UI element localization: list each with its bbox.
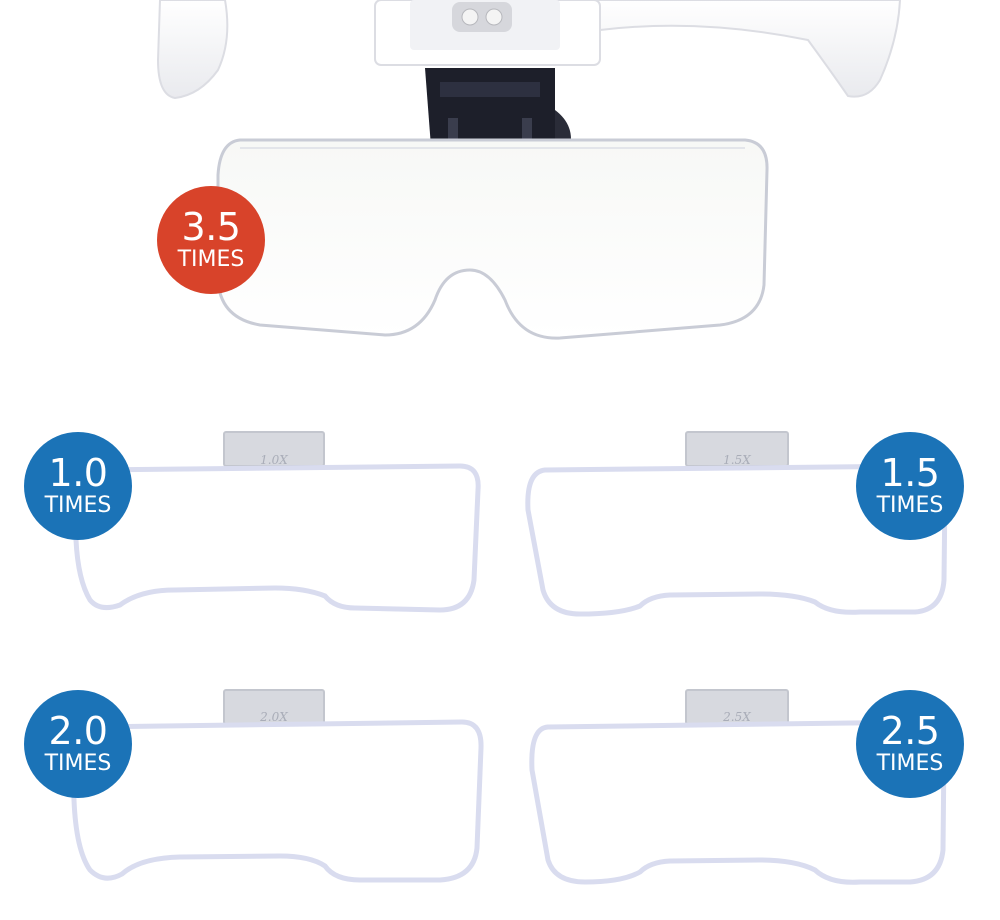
badge-number: 3.5	[181, 204, 241, 249]
bracket-detail	[440, 82, 540, 97]
magnification-badge-1-5: 1.5 TIMES	[856, 432, 964, 540]
magnification-badge-1-0: 1.0 TIMES	[24, 432, 132, 540]
spare-lens-1-0	[72, 431, 481, 613]
headband-right	[583, 0, 902, 98]
lens-outline	[529, 719, 947, 885]
led-icon	[485, 8, 503, 26]
lens-outline	[525, 463, 948, 617]
magnifier-lens-main	[216, 138, 769, 340]
badge-unit: TIMES	[44, 750, 112, 776]
badge-number: 1.0	[48, 450, 108, 495]
badge-unit: TIMES	[876, 750, 944, 776]
badge-number: 2.5	[880, 708, 940, 753]
magnification-badge-2-0: 2.0 TIMES	[24, 690, 132, 798]
bracket-detail	[522, 118, 532, 146]
spare-lens-1-5	[525, 431, 948, 617]
lens-outline	[69, 719, 484, 883]
badge-unit: TIMES	[876, 492, 944, 518]
badge-number: 2.0	[48, 708, 108, 753]
lens-tab-label-1-0: 1.0X	[260, 453, 288, 467]
badge-unit: TIMES	[177, 246, 245, 272]
lens-tab-label-1-5: 1.5X	[723, 453, 751, 467]
lens-tab-label-2-5: 2.5X	[723, 710, 751, 724]
led-icon	[461, 8, 479, 26]
lens-outline	[72, 463, 481, 613]
magnification-badge-2-5: 2.5 TIMES	[856, 690, 964, 798]
bracket-detail	[448, 118, 458, 146]
led-holder	[452, 2, 512, 32]
lens-tab-label-2-0: 2.0X	[260, 710, 288, 724]
badge-unit: TIMES	[44, 492, 112, 518]
spare-lens-2-0	[69, 689, 484, 883]
badge-number: 1.5	[880, 450, 940, 495]
spare-lens-2-5	[529, 689, 947, 885]
magnification-badge-main: 3.5 TIMES	[157, 186, 265, 294]
headband-left	[156, 0, 229, 100]
